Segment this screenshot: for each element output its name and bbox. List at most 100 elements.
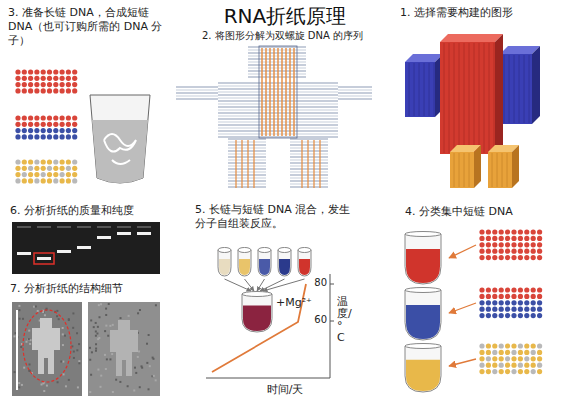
illustration-part — [18, 386, 20, 388]
illustration-part — [486, 350, 491, 355]
step-caption: 2. 将图形分解为双螺旋 DNA 的序列 — [180, 30, 385, 43]
illustration-part — [405, 288, 441, 293]
illustration-part — [486, 287, 491, 292]
illustration-part — [14, 371, 16, 373]
illustration-part — [15, 76, 20, 81]
illustration-part — [115, 379, 117, 381]
illustration-part — [492, 369, 497, 374]
illustration-part — [228, 186, 266, 187]
illustration-part — [60, 128, 65, 133]
axis-label: 80 — [298, 277, 327, 290]
illustration-part — [228, 156, 266, 157]
step-caption: 4. 分类集中短链 DNA — [405, 205, 560, 219]
illustration-part — [42, 382, 44, 384]
illustration-part — [17, 252, 31, 255]
illustration-part — [104, 354, 106, 356]
illustration-part — [28, 338, 30, 340]
illustration-part — [60, 134, 65, 139]
illustration-part — [518, 300, 523, 305]
illustration-part — [100, 386, 102, 388]
illustration-part — [15, 128, 20, 133]
illustration-part — [499, 350, 504, 355]
illustration-part — [479, 350, 484, 355]
illustration-part — [494, 43, 495, 153]
dot-grid — [479, 343, 542, 374]
illustration-part — [449, 303, 476, 313]
illustration-part — [239, 259, 250, 275]
illustration-part — [29, 363, 31, 365]
illustration-part — [53, 166, 58, 171]
illustration-part — [27, 338, 29, 340]
illustration-part — [263, 279, 305, 291]
illustration-part — [511, 363, 516, 368]
illustration-part — [77, 386, 79, 388]
illustration-part — [138, 350, 140, 352]
illustration-part — [41, 128, 46, 133]
illustration-part — [107, 335, 109, 337]
illustration-part — [492, 294, 497, 299]
illustration-part — [524, 363, 529, 368]
illustration-part — [454, 153, 455, 187]
illustration-part — [518, 350, 523, 355]
illustration-part — [414, 63, 415, 116]
illustration-part — [22, 178, 27, 183]
illustration-part — [47, 122, 52, 127]
illustration-part — [34, 159, 39, 164]
illustration-part — [499, 356, 504, 361]
illustration-part — [265, 48, 266, 136]
illustration-part — [34, 166, 39, 171]
illustration-part — [137, 312, 139, 314]
illustration-part — [511, 249, 516, 254]
illustration-part — [518, 229, 523, 234]
illustration-part — [72, 159, 77, 164]
illustration-part — [486, 236, 491, 241]
illustration-part — [58, 318, 60, 320]
illustration-part — [47, 166, 52, 171]
illustration-part — [505, 369, 510, 374]
illustration-part — [499, 369, 504, 374]
illustration-part — [78, 362, 80, 364]
illustration-part — [105, 368, 107, 370]
illustration-part — [281, 48, 282, 136]
illustration-part — [492, 343, 497, 348]
illustration-part — [241, 140, 242, 188]
illustration-part — [479, 343, 484, 348]
illustration-part — [90, 95, 150, 183]
illustration-part — [330, 321, 334, 322]
illustration-part — [524, 294, 529, 299]
illustration-part — [41, 134, 46, 139]
illustration-part — [127, 385, 129, 387]
illustration-part — [509, 55, 510, 123]
illustration-part — [278, 248, 291, 253]
illustration-part — [330, 274, 331, 378]
illustration-part — [479, 313, 484, 318]
illustration-part — [228, 153, 266, 154]
illustration-part — [511, 294, 516, 299]
illustration-part — [218, 136, 338, 137]
illustration-part — [524, 369, 529, 374]
illustration-part — [486, 313, 491, 318]
illustration-part — [53, 122, 58, 127]
illustration-part — [228, 162, 266, 163]
illustration-part — [499, 236, 504, 241]
illustration-part — [531, 313, 536, 318]
illustration-part — [454, 43, 455, 153]
illustration-part — [95, 343, 97, 345]
illustration-part — [28, 172, 33, 177]
illustration-part — [228, 147, 266, 148]
illustration-part — [100, 375, 102, 377]
illustration-part — [34, 172, 39, 177]
illustration-part — [532, 46, 540, 124]
illustration-part — [269, 48, 270, 136]
illustration-part — [499, 294, 504, 299]
illustration-part — [41, 115, 46, 120]
illustration-part — [511, 313, 516, 318]
illustration-part — [505, 294, 510, 299]
illustration-part — [106, 358, 108, 360]
illustration-part — [290, 174, 328, 175]
illustration-part — [28, 76, 33, 81]
illustration-part — [537, 350, 542, 355]
illustration-part — [89, 347, 91, 349]
illustration-part — [444, 43, 445, 153]
dot-grid — [15, 69, 77, 93]
